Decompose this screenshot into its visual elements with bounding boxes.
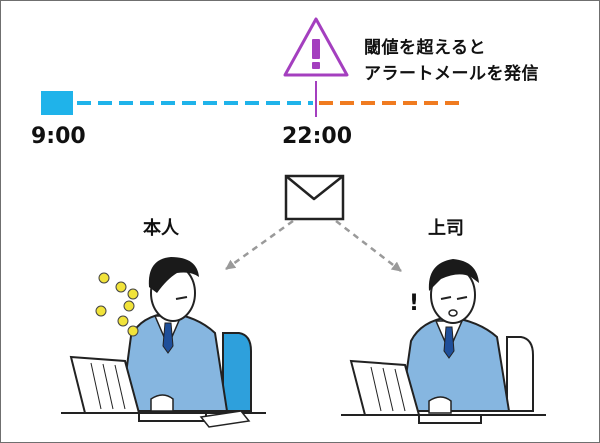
warning-icon bbox=[283, 17, 349, 77]
envelope-icon bbox=[284, 174, 345, 221]
arrow-to-self bbox=[225, 219, 294, 271]
boss-exclaim-mark: ! bbox=[409, 291, 420, 316]
boss-label: 上司 bbox=[428, 218, 464, 239]
timeline bbox=[41, 81, 463, 117]
arrow-to-boss bbox=[335, 220, 402, 272]
start-time-label: 9:00 bbox=[31, 124, 86, 149]
self-label: 本人 bbox=[143, 218, 179, 239]
alert-message-line2: アラートメールを発信 bbox=[364, 64, 539, 84]
alert-message-line1: 閾値を超えると bbox=[364, 38, 486, 58]
chair bbox=[506, 336, 534, 412]
chair bbox=[222, 332, 252, 412]
timeline-start-marker bbox=[41, 91, 73, 115]
boss-person bbox=[341, 259, 546, 424]
threshold-time-label: 22:00 bbox=[282, 124, 353, 149]
self-person bbox=[61, 257, 266, 428]
